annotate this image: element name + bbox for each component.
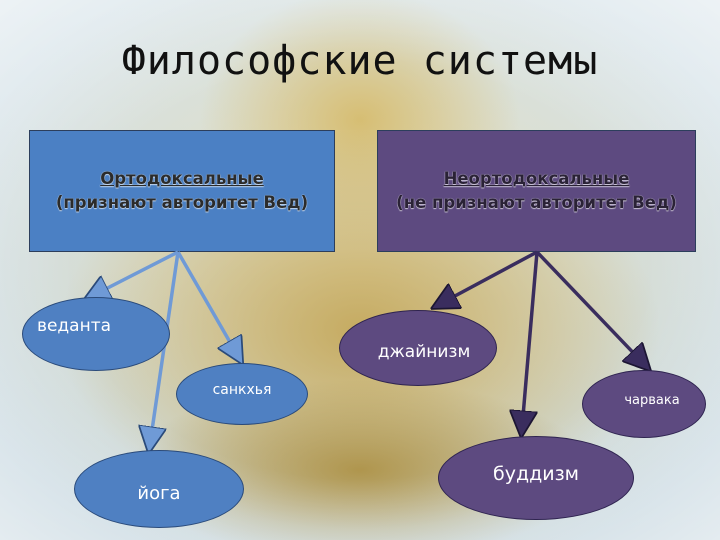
node-sankhya: санкхья: [176, 363, 308, 425]
node-jainism: джайнизм: [339, 310, 497, 386]
orthodox-box: Ортодоксальные (признают авторитет Вед): [29, 130, 335, 252]
orthodox-heading: Ортодоксальные: [100, 169, 264, 189]
node-sankhya-label: санкхья: [212, 382, 272, 398]
node-vedanta-label: веданта: [36, 316, 112, 336]
heterodox-heading: Неортодоксальные: [443, 169, 630, 189]
node-vedanta: веданта: [22, 297, 170, 371]
node-buddhism-label: буддизм: [492, 463, 580, 485]
node-charvaka: чарвака: [582, 370, 706, 438]
orthodox-subtitle: (признают авторитет Вед): [55, 193, 309, 212]
heterodox-subtitle: (не признают авторитет Вед): [396, 193, 677, 212]
node-yoga: йога: [74, 450, 244, 528]
node-buddhism: буддизм: [438, 436, 634, 520]
node-yoga-label: йога: [137, 482, 181, 504]
node-charvaka-label: чарвака: [624, 392, 680, 408]
node-jainism-label: джайнизм: [377, 342, 471, 362]
heterodox-box: Неортодоксальные (не признают авторитет …: [377, 130, 696, 252]
slide-title: Философские системы: [121, 38, 599, 84]
